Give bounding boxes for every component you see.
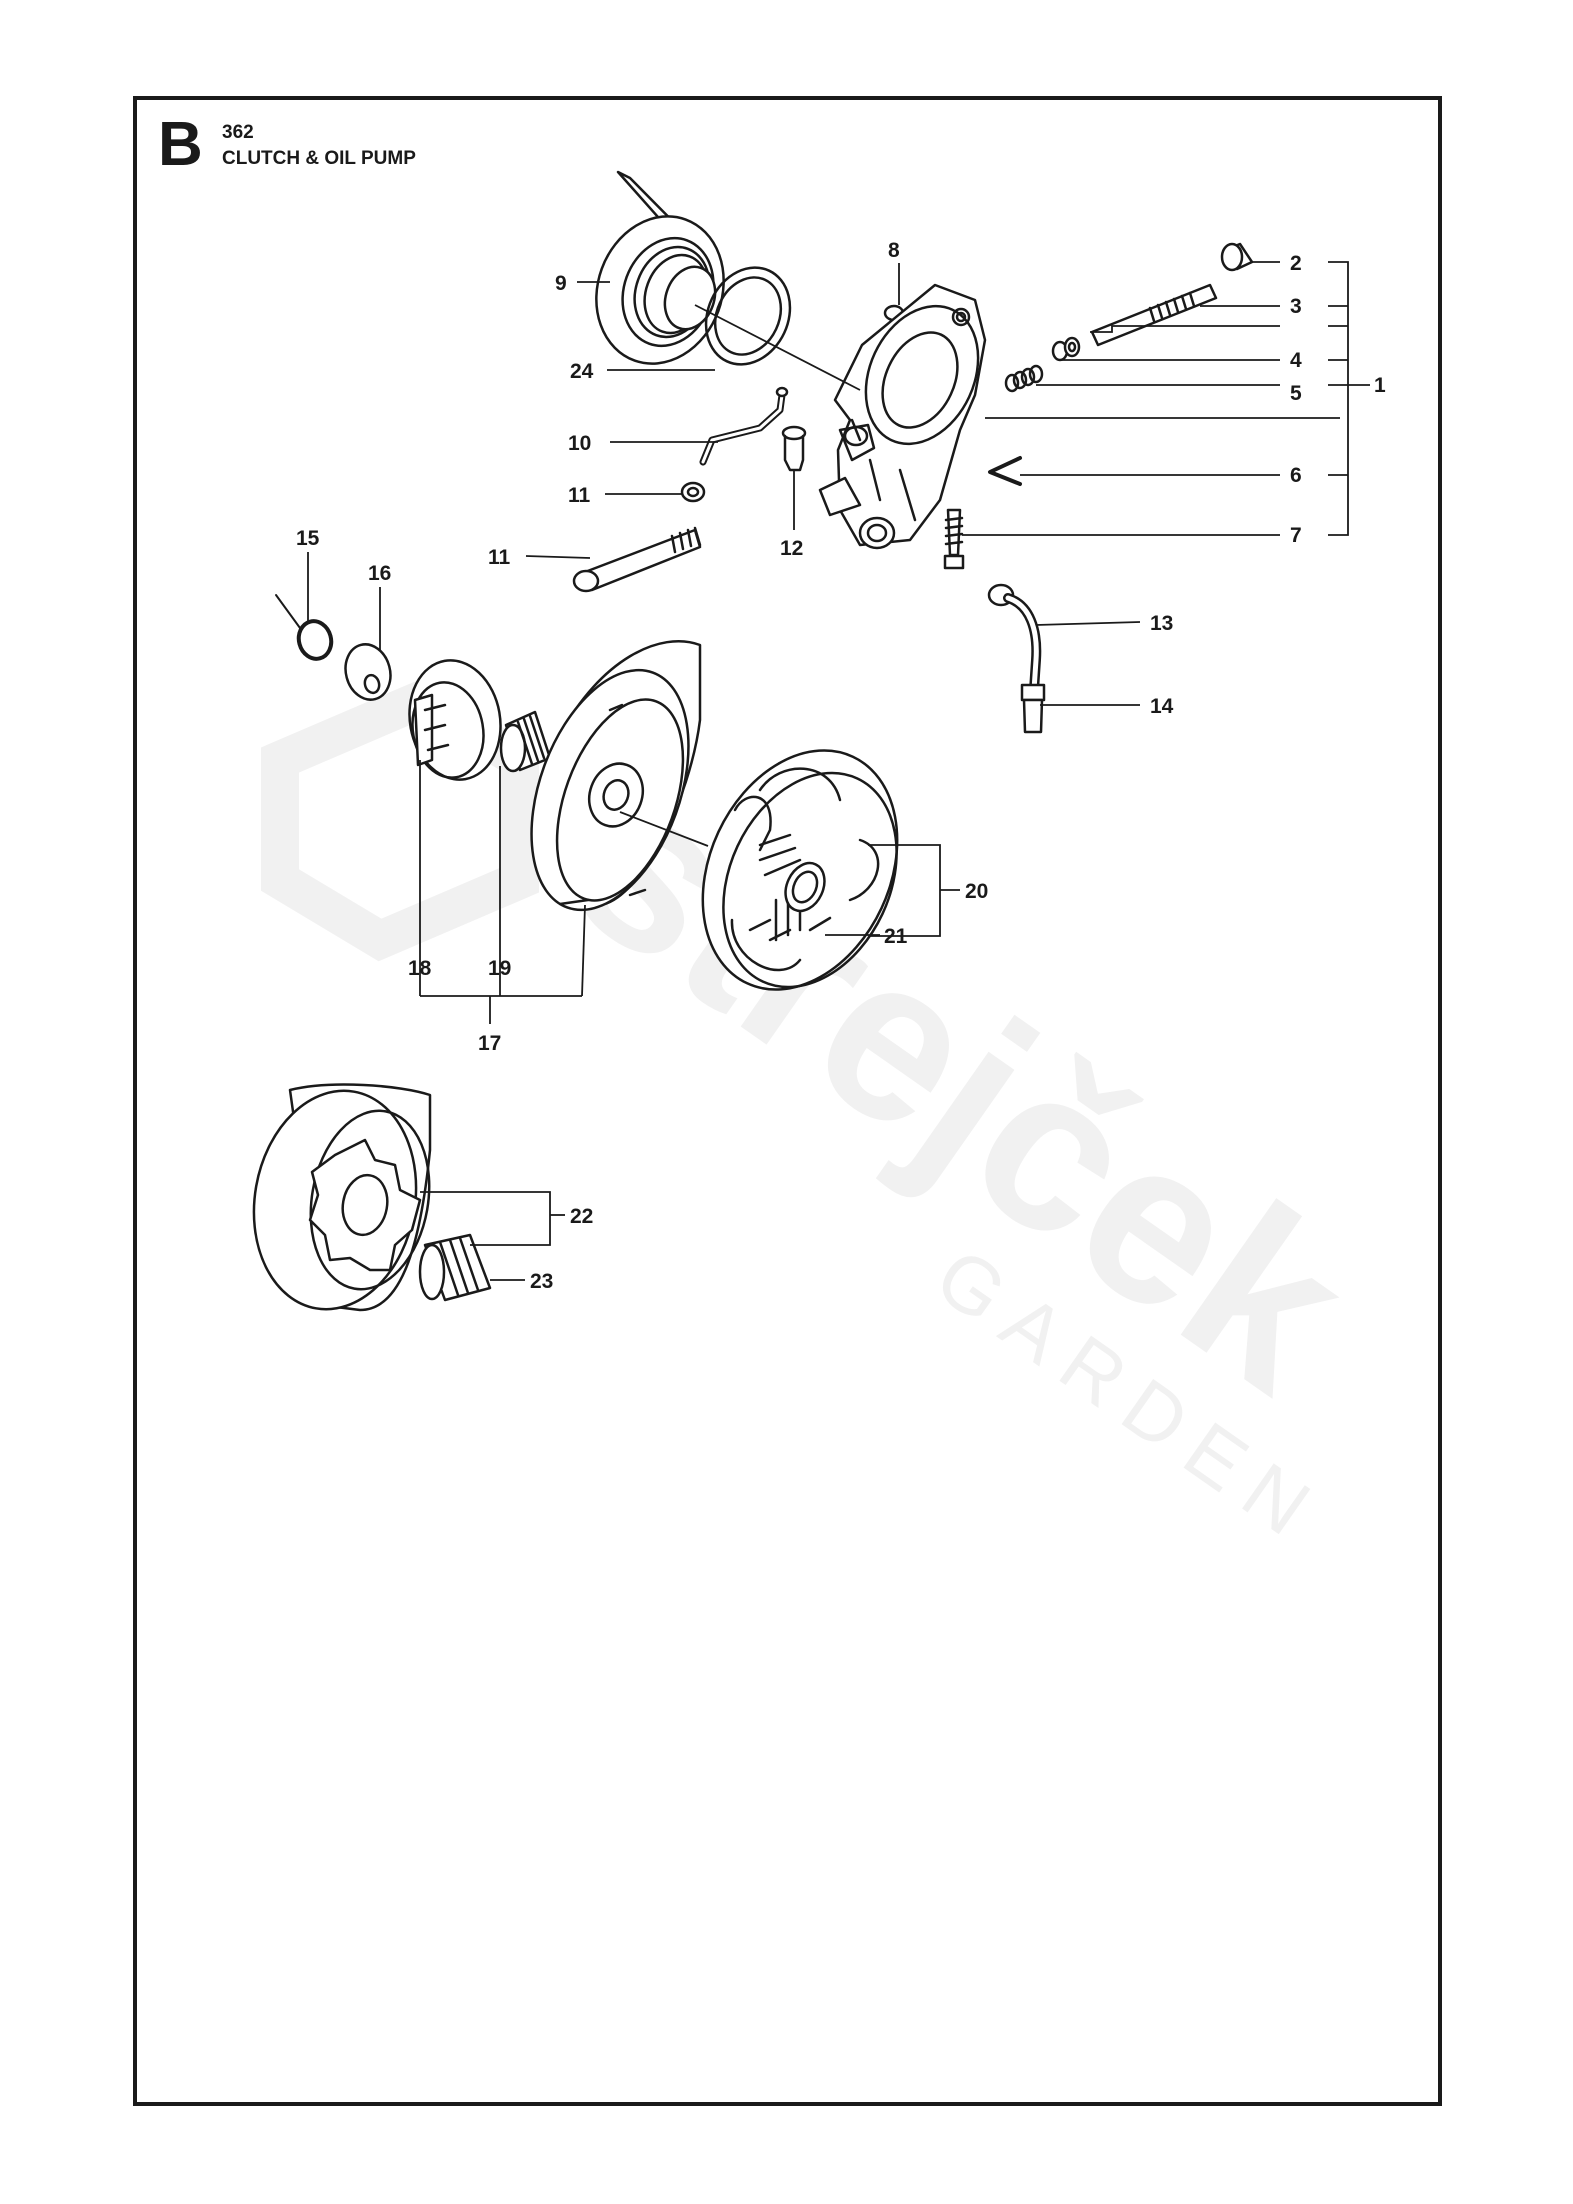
part-19-needle-bearing [499, 710, 552, 773]
callout-10: 10 [568, 432, 591, 455]
callout-11-pin: 11 [488, 546, 511, 569]
part-21-clutch-hub [784, 861, 826, 913]
oil-pump-housing [818, 283, 987, 550]
callout-13: 13 [1150, 612, 1173, 635]
callout-1: 1 [1374, 374, 1386, 397]
part-13-hose [987, 583, 1042, 695]
part-16-washer [344, 643, 392, 701]
part-10-oil-pipe [699, 386, 789, 466]
part-4-washers [1051, 336, 1081, 362]
part-11-adjuster-pin [572, 526, 702, 593]
callout-23: 23 [530, 1270, 553, 1293]
part-5-spring [1004, 364, 1044, 393]
part-2-cap [1220, 242, 1254, 272]
callout-9: 9 [555, 272, 567, 295]
callout-4: 4 [1290, 349, 1302, 372]
model-number: 362 [222, 122, 254, 143]
callout-15: 15 [296, 527, 320, 550]
section-letter: B [158, 110, 203, 179]
part-11-plug [680, 481, 706, 503]
part-7-adjusting-screw [943, 508, 965, 570]
callout-18: 18 [408, 957, 432, 980]
callout-21: 21 [884, 925, 908, 948]
part-17-clutch-drum [530, 640, 702, 912]
callout-16: 16 [368, 562, 391, 585]
callout-12: 12 [780, 537, 803, 560]
callout-2: 2 [1290, 252, 1302, 275]
callout-6: 6 [1290, 464, 1302, 487]
callout-20: 20 [965, 880, 988, 903]
callout-8: 8 [888, 239, 900, 262]
part-12-nipple [781, 425, 807, 472]
part-6-clip [988, 456, 1022, 486]
callout-11: 11 [568, 484, 591, 507]
callout-7: 7 [1290, 524, 1302, 547]
callout-5: 5 [1290, 382, 1302, 405]
part-18-rim-sprocket [408, 659, 502, 781]
diagram-title: CLUTCH & OIL PUMP [222, 148, 416, 169]
callout-17: 17 [478, 1032, 501, 1055]
callout-19: 19 [488, 957, 511, 980]
callout-22: 22 [570, 1205, 593, 1228]
callout-14: 14 [1150, 695, 1174, 718]
part-9-oil-pump-gear [595, 170, 725, 365]
part-23-needle-bearing [418, 1233, 492, 1302]
part-3-piston [1090, 283, 1218, 347]
part-24-gasket [704, 266, 792, 366]
part-15-circlip [275, 594, 334, 661]
callout-24: 24 [570, 360, 594, 383]
part-22-spur-sprocket [252, 1083, 432, 1312]
callout-3: 3 [1290, 295, 1302, 318]
part-14-filter [1020, 683, 1046, 734]
diagram-frame [133, 96, 1442, 2106]
